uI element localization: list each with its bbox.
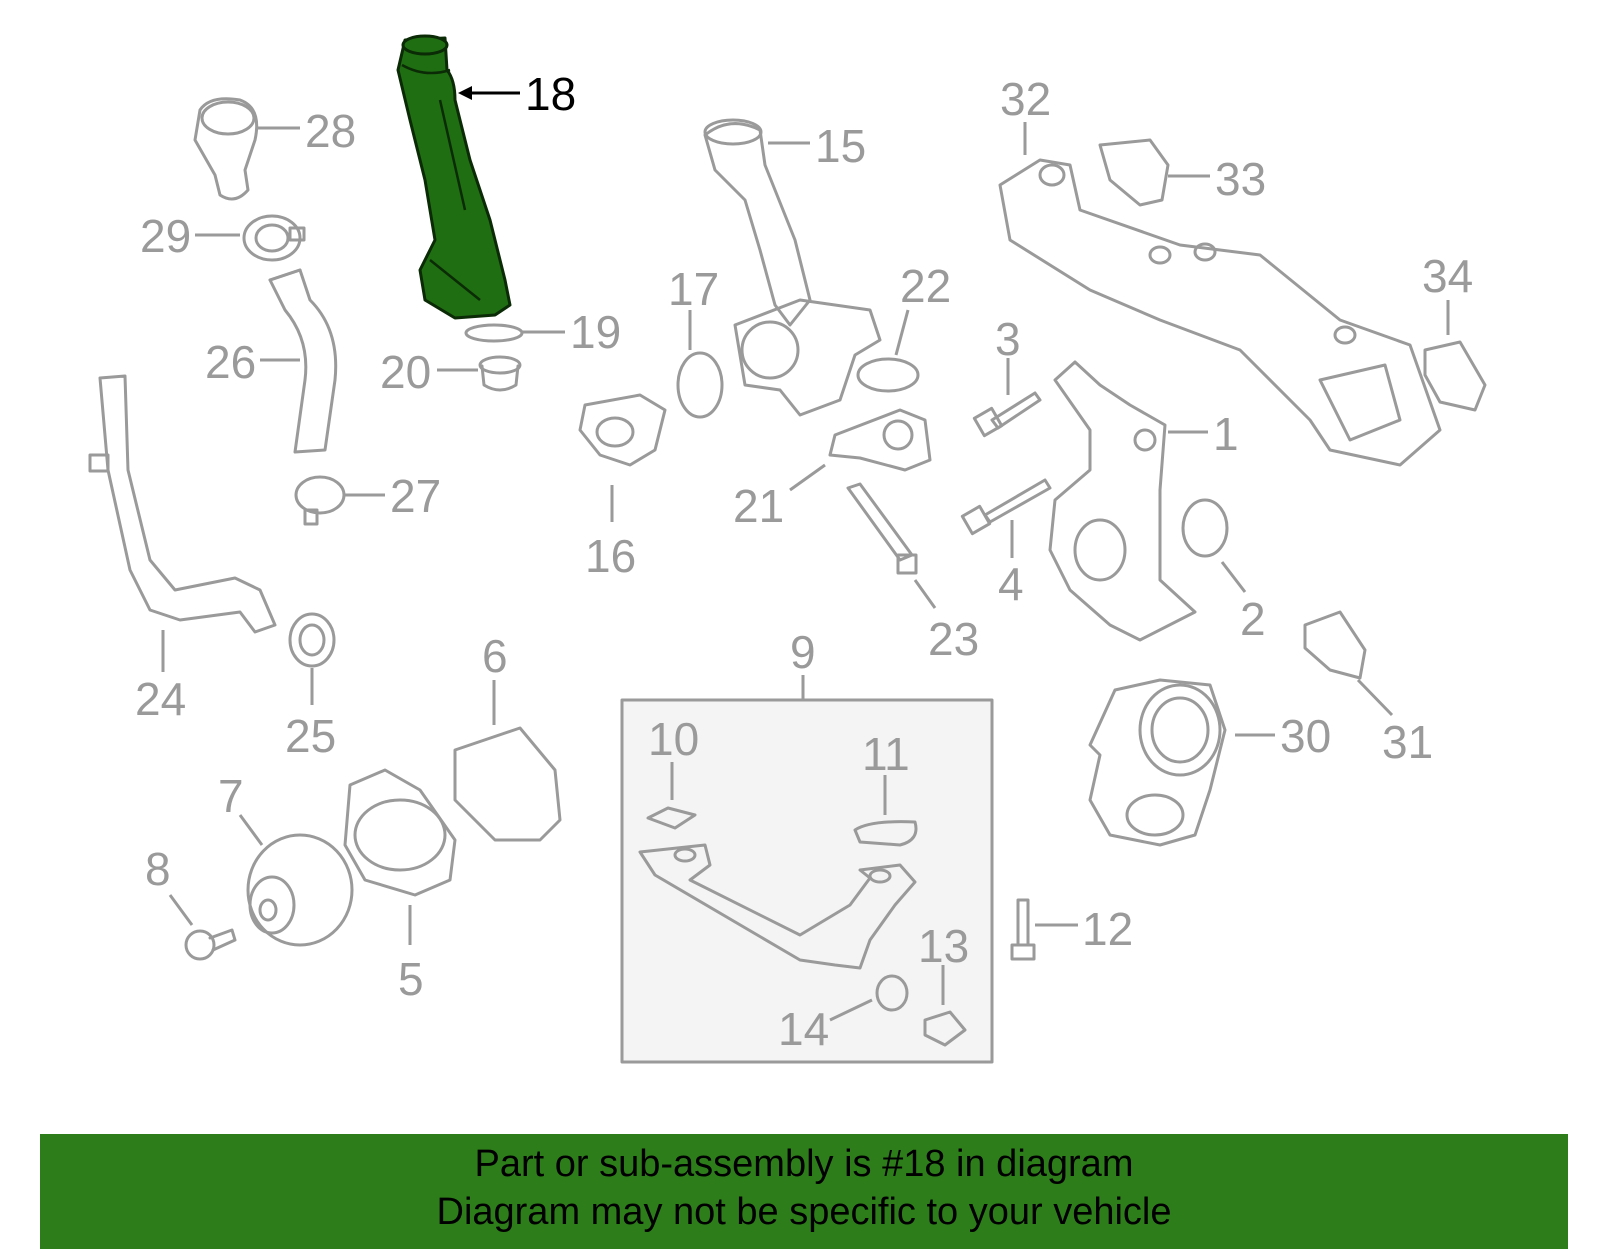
banner-line-2: Diagram may not be specific to your vehi… xyxy=(436,1191,1172,1233)
part-8 xyxy=(184,928,237,961)
callout-3: 3 xyxy=(995,313,1021,365)
part-12 xyxy=(1010,898,1036,961)
callout-27: 27 xyxy=(390,470,441,522)
part-4 xyxy=(960,478,1052,536)
part-6 xyxy=(453,726,562,842)
callout-13: 13 xyxy=(918,920,969,972)
part-24 xyxy=(88,374,277,634)
callout-7: 7 xyxy=(218,770,244,822)
part-3 xyxy=(972,391,1042,438)
callout-4: 4 xyxy=(998,558,1024,610)
callout-1: 1 xyxy=(1213,408,1239,460)
part-7 xyxy=(246,833,354,947)
part-thermostat-housing xyxy=(733,298,882,417)
callout-8: 8 xyxy=(145,843,171,895)
part-31 xyxy=(1303,610,1367,680)
part-10 xyxy=(646,806,697,830)
part-17 xyxy=(676,351,724,419)
callout-6: 6 xyxy=(482,630,508,682)
part-26 xyxy=(268,268,338,454)
part-28 xyxy=(193,97,259,201)
callout-32: 32 xyxy=(1000,73,1051,125)
callout-26: 26 xyxy=(205,336,256,388)
part-13 xyxy=(923,1010,967,1047)
callout-11: 11 xyxy=(862,728,910,780)
part-21 xyxy=(828,408,932,472)
callout-29: 29 xyxy=(140,210,191,262)
callout-25: 25 xyxy=(285,710,336,762)
callout-18: 18 xyxy=(525,68,576,120)
part-32 xyxy=(998,158,1442,467)
callout-22: 22 xyxy=(900,260,951,312)
callout-23: 23 xyxy=(928,613,979,665)
callout-31: 31 xyxy=(1382,716,1433,768)
part-30 xyxy=(1088,678,1227,847)
part-1 xyxy=(1048,360,1197,642)
part-22 xyxy=(856,357,920,393)
part-16 xyxy=(578,393,667,467)
callout-2: 2 xyxy=(1240,593,1266,645)
part-14 xyxy=(875,974,909,1012)
part-23 xyxy=(846,482,918,575)
callout-20: 20 xyxy=(380,346,431,398)
callout-30: 30 xyxy=(1280,710,1331,762)
callout-24: 24 xyxy=(135,673,186,725)
part-33 xyxy=(1098,138,1170,207)
callout-5: 5 xyxy=(398,953,424,1005)
part-15 xyxy=(703,118,812,327)
part-27 xyxy=(294,475,346,526)
part-34 xyxy=(1423,340,1487,412)
part-9-kit-box xyxy=(620,698,994,1064)
callout-12: 12 xyxy=(1082,903,1133,955)
callout-16: 16 xyxy=(585,530,636,582)
callout-33: 33 xyxy=(1215,153,1266,205)
info-banner: Part or sub-assembly is #18 in diagram D… xyxy=(40,1134,1568,1249)
part-18-highlighted[interactable] xyxy=(396,34,512,320)
callout-17: 17 xyxy=(668,263,719,315)
callout-18-arrowhead xyxy=(458,86,472,100)
part-29 xyxy=(242,214,306,262)
callout-19: 19 xyxy=(570,306,621,358)
part-19 xyxy=(464,323,524,343)
callout-15: 15 xyxy=(815,120,866,172)
part-9-bracket xyxy=(638,843,917,970)
callout-14: 14 xyxy=(778,1003,829,1055)
part-20 xyxy=(478,355,522,392)
part-5 xyxy=(343,768,457,897)
part-2 xyxy=(1181,498,1229,558)
callout-9: 9 xyxy=(790,626,816,678)
callout-10: 10 xyxy=(648,713,699,765)
part-11 xyxy=(853,820,918,847)
banner-line-1: Part or sub-assembly is #18 in diagram xyxy=(474,1143,1134,1185)
part-25 xyxy=(288,612,336,668)
callout-34: 34 xyxy=(1422,250,1473,302)
callout-28: 28 xyxy=(305,105,356,157)
callout-21: 21 xyxy=(733,480,784,532)
